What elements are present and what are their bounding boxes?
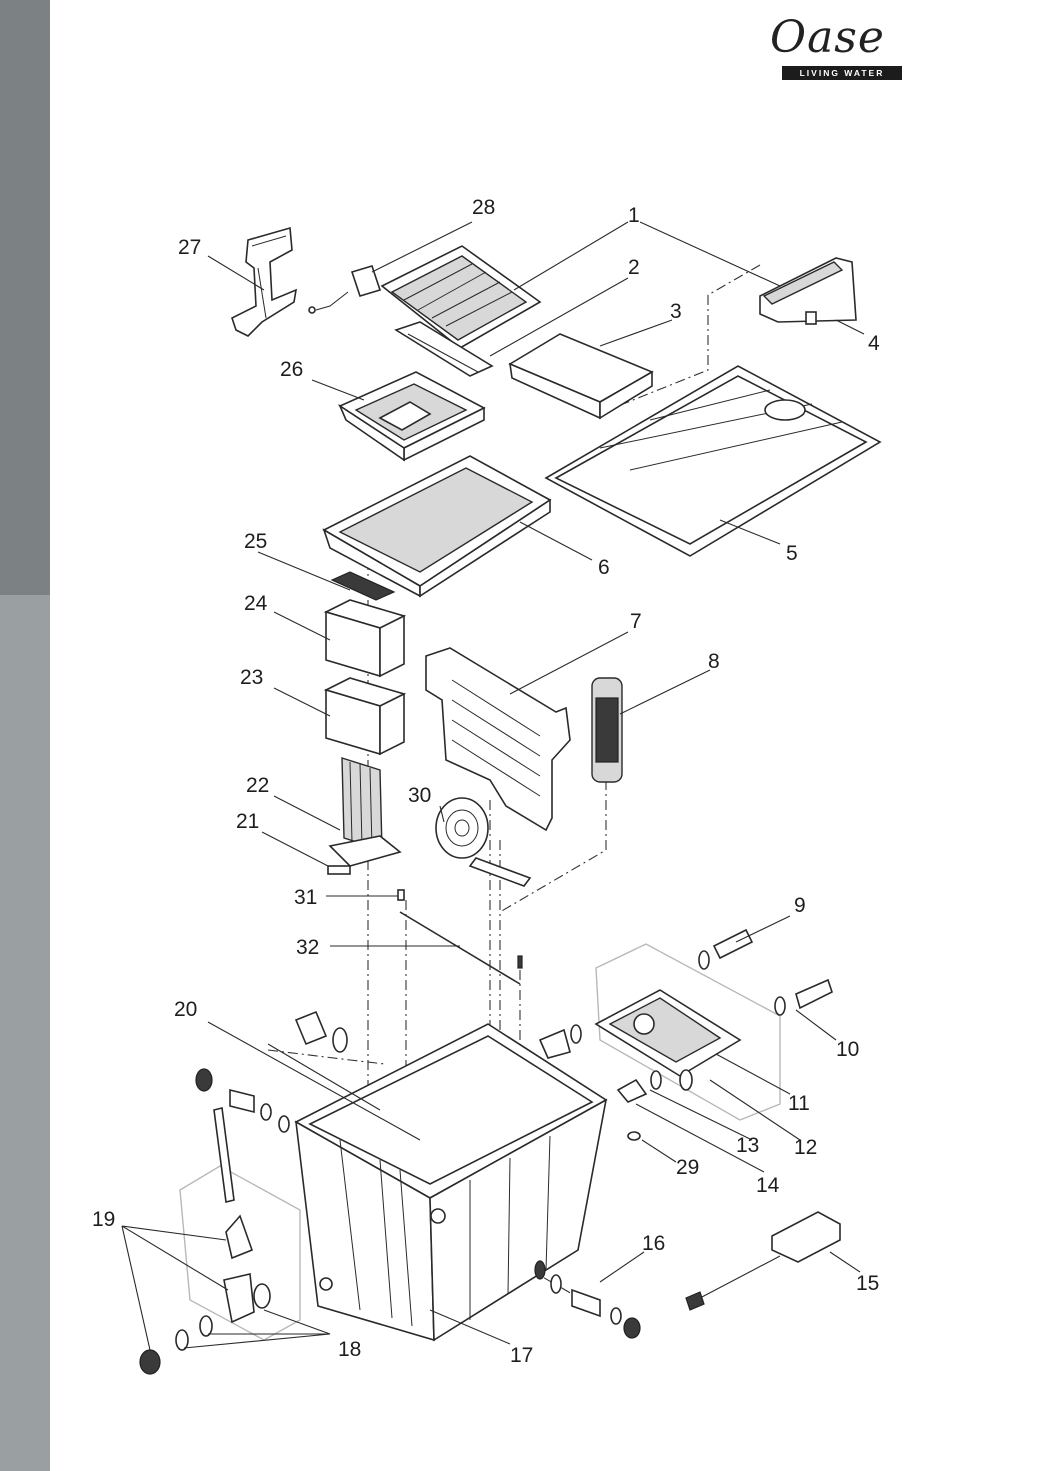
part-6-frame xyxy=(322,455,552,598)
callout-9: 9 xyxy=(794,894,806,917)
callout-16: 16 xyxy=(642,1232,665,1255)
callout-20: 20 xyxy=(174,998,197,1021)
logo-tagline: LIVING WATER xyxy=(782,66,902,80)
callout-4: 4 xyxy=(868,332,880,355)
part-32-rod xyxy=(399,911,523,985)
callout-labels: 28 1 27 2 3 4 26 5 6 25 24 7 8 23 22 30 … xyxy=(92,196,880,1367)
part-29-washer xyxy=(627,1131,641,1141)
callout-6: 6 xyxy=(598,556,610,579)
callout-2: 2 xyxy=(628,256,640,279)
part-24-foam-block xyxy=(323,599,407,678)
callout-32: 32 xyxy=(296,936,319,959)
part-28-connector xyxy=(308,265,382,314)
oase-logo: Oase LIVING WATER xyxy=(770,14,908,84)
callout-22: 22 xyxy=(246,774,269,797)
callout-3: 3 xyxy=(670,300,682,323)
callout-17: 17 xyxy=(510,1344,533,1367)
part-9-hose-tail xyxy=(698,928,754,970)
callout-14: 14 xyxy=(756,1174,780,1197)
leader-lines xyxy=(121,221,865,1351)
part-18-hose-connectors xyxy=(139,1068,290,1375)
callout-27: 27 xyxy=(178,236,201,259)
callout-10: 10 xyxy=(836,1038,859,1061)
callout-18: 18 xyxy=(338,1338,361,1361)
callout-8: 8 xyxy=(708,650,720,673)
callout-19: 19 xyxy=(92,1208,115,1231)
part-31-small-pin xyxy=(397,889,405,901)
callout-30: 30 xyxy=(408,784,431,807)
part-8-uv-tube xyxy=(591,677,623,783)
part-19-drain-parts xyxy=(213,1107,255,1324)
callout-13: 13 xyxy=(736,1134,759,1157)
left-ghost-housing xyxy=(179,1165,301,1341)
callout-11: 11 xyxy=(788,1092,810,1115)
side-bar-top-section xyxy=(0,0,50,595)
side-bar xyxy=(0,0,50,1471)
callout-26: 26 xyxy=(280,358,303,381)
part-3-foam-pad xyxy=(508,333,654,420)
logo-wordmark: Oase xyxy=(770,12,885,63)
callout-29: 29 xyxy=(676,1156,699,1179)
part-5-cover-lid xyxy=(544,365,882,557)
part-27-handle xyxy=(231,226,298,337)
part-10-hose-tail xyxy=(774,978,833,1016)
part-26-sieve-basket xyxy=(338,371,486,462)
callout-12: 12 xyxy=(794,1136,817,1159)
callout-21: 21 xyxy=(236,810,259,833)
outlet-ghost-housing xyxy=(595,943,781,1121)
part-20-inlet-adapter xyxy=(294,1010,348,1053)
callout-7: 7 xyxy=(630,610,642,633)
callout-24: 24 xyxy=(244,592,268,615)
part-1-grid-tray xyxy=(380,245,542,349)
part-11-12-valve-unit xyxy=(594,989,742,1091)
callout-28: 28 xyxy=(472,196,495,219)
part-2-filter-strip xyxy=(394,321,494,377)
callout-15: 15 xyxy=(856,1272,879,1295)
part-30-seal-tape xyxy=(435,797,532,887)
callout-25: 25 xyxy=(244,530,267,553)
part-7-separator-plate xyxy=(425,647,571,832)
part-17-filter-box xyxy=(294,1023,608,1342)
part-14-inlet-fitting xyxy=(538,1024,582,1059)
callout-23: 23 xyxy=(240,666,263,689)
part-25-small-grid xyxy=(330,571,396,601)
callout-1: 1 xyxy=(628,204,640,227)
part-4-clamp xyxy=(759,257,857,325)
callout-31: 31 xyxy=(294,886,317,909)
part-16-outlet-connector xyxy=(534,1260,641,1339)
part-15-ballast xyxy=(685,1211,841,1311)
part-23-foam-block xyxy=(323,677,407,756)
callout-5: 5 xyxy=(786,542,798,565)
part-13-outlet-fitting xyxy=(616,1070,662,1103)
part-22-uv-element xyxy=(327,757,402,875)
